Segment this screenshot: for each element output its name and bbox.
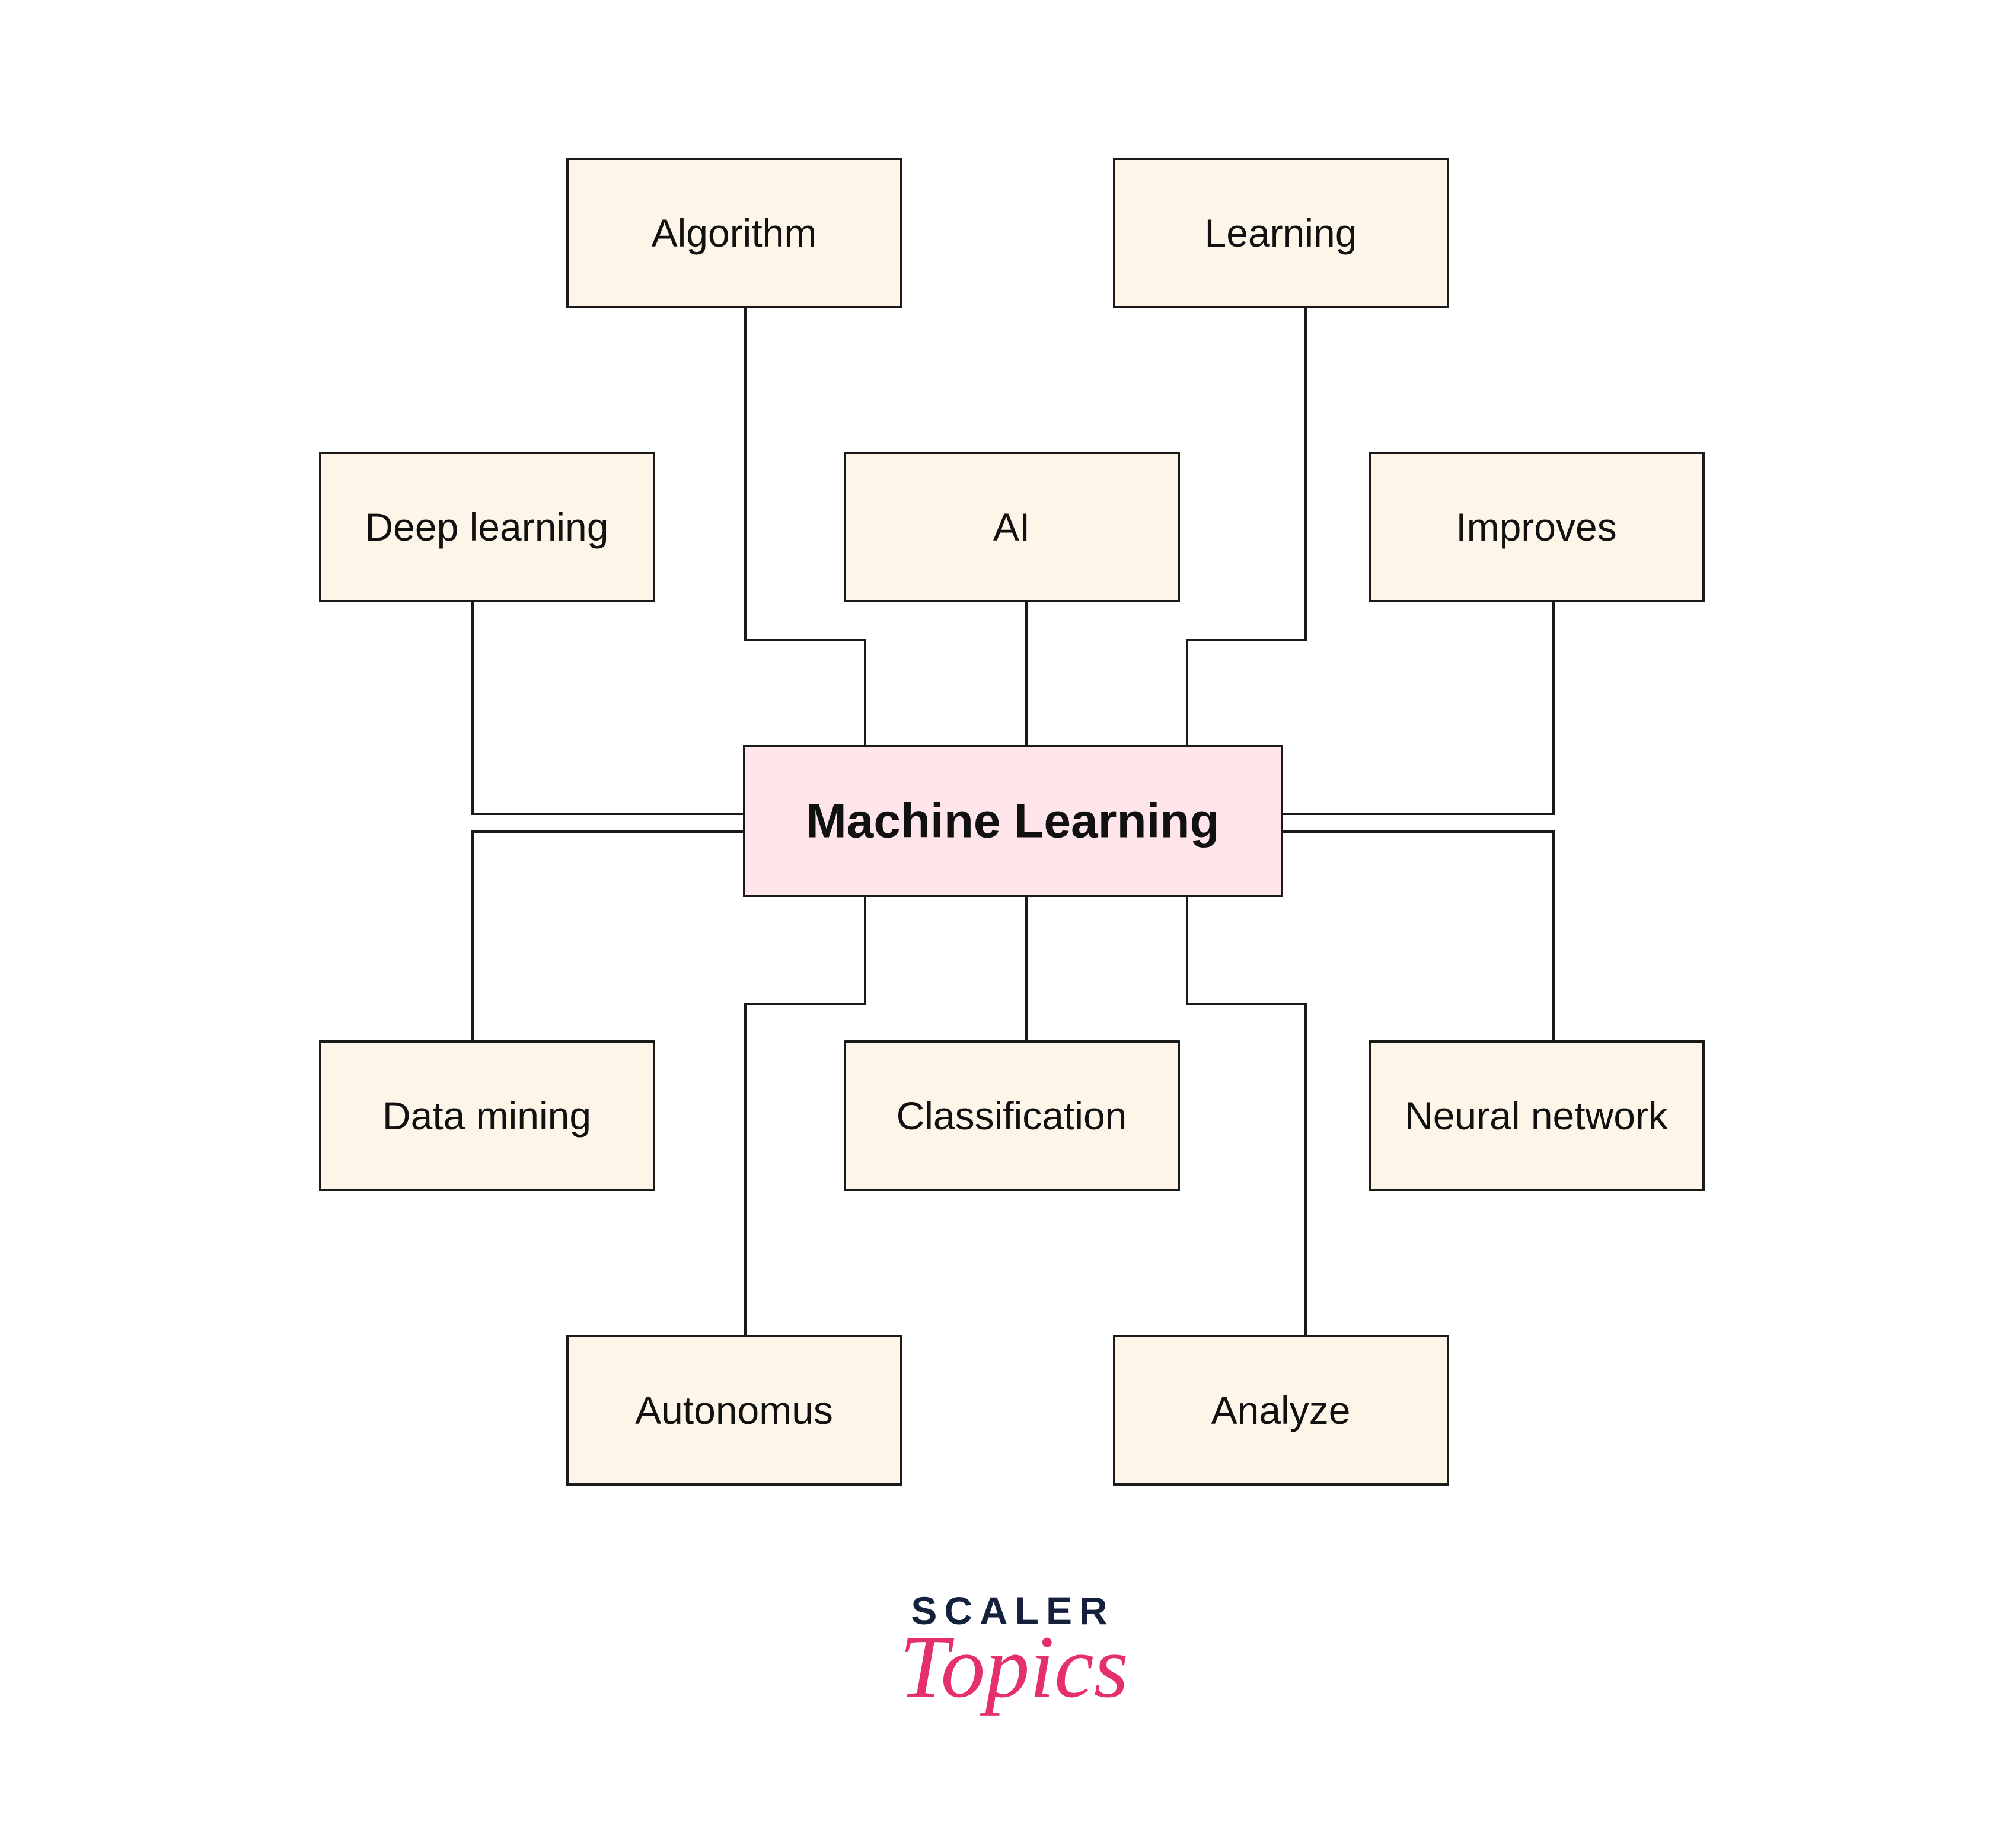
connector-algorithm (744, 307, 866, 746)
node-autonomus: Autonomus (566, 1335, 902, 1486)
node-classification: Classification (844, 1040, 1180, 1191)
node-label: Improves (1456, 505, 1616, 549)
node-ai: AI (844, 452, 1180, 602)
node-label: Analyze (1211, 1388, 1351, 1432)
node-analyze: Analyze (1113, 1335, 1449, 1486)
node-improves: Improves (1369, 452, 1705, 602)
center-node: Machine Learning (743, 745, 1283, 897)
connector-deep-learning (471, 601, 744, 815)
node-neural-network: Neural network (1369, 1040, 1705, 1191)
node-label: Algorithm (652, 211, 817, 255)
node-label: Data mining (382, 1094, 591, 1138)
connector-neural-network (1282, 830, 1555, 1042)
connector-data-mining (471, 830, 744, 1042)
scaler-topics-logo: SCALER Topics (899, 1589, 1128, 1716)
node-label: Classification (897, 1094, 1127, 1138)
node-label: Deep learning (365, 505, 609, 549)
node-learning: Learning (1113, 158, 1449, 308)
node-data-mining: Data mining (319, 1040, 655, 1191)
logo-brand: SCALER (911, 1589, 1114, 1633)
logo-product: Topics (899, 1618, 1128, 1716)
node-label: Learning (1205, 211, 1357, 255)
node-label: Neural network (1405, 1094, 1669, 1138)
connector-improves (1282, 601, 1555, 815)
connector-learning (1186, 307, 1307, 746)
node-label: AI (993, 505, 1030, 549)
connectors (471, 307, 1555, 1336)
center-label: Machine Learning (806, 794, 1219, 848)
node-algorithm: Algorithm (566, 158, 902, 308)
connector-autonomus (744, 896, 866, 1336)
node-deep-learning: Deep learning (319, 452, 655, 602)
connector-analyze (1186, 896, 1307, 1336)
node-label: Autonomus (635, 1388, 833, 1432)
